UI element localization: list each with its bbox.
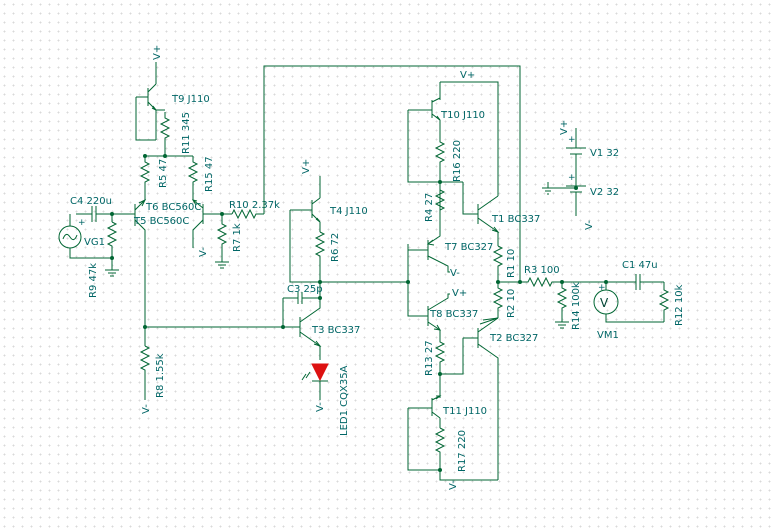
t11-label: T11 J110 (442, 406, 487, 417)
feedback-wire (263, 65, 521, 282)
t6-vminus-label: V- (198, 247, 209, 257)
r7-label: R7 1k (232, 223, 243, 252)
vg1-plus: + (78, 218, 86, 228)
r14-resistor (556, 282, 568, 322)
t7-label: T7 BC327 (444, 242, 493, 253)
r1-label: R1 10 (506, 249, 517, 278)
supply-v1-v2: + + (542, 128, 586, 216)
r9-resistor (106, 221, 118, 270)
c1-label: C1 47u (622, 260, 658, 271)
r12-label: R12 10k (674, 284, 685, 326)
t9-label: T9 J110 (171, 94, 210, 105)
t4-transistor (289, 176, 321, 283)
r12-resistor (658, 282, 670, 322)
vg1-source: + (58, 214, 112, 259)
r15-label: R15 47 (204, 156, 215, 192)
t1-transistor (439, 182, 500, 246)
t10-transistor (407, 81, 499, 196)
r13-resistor (434, 336, 446, 374)
r5-resistor (139, 156, 151, 200)
r10-resistor (231, 208, 264, 220)
t4-vplus-label: V+ (301, 159, 312, 174)
r15-resistor (187, 156, 199, 200)
c1-capacitor (628, 274, 664, 290)
t8-vplus-label: V+ (452, 288, 467, 299)
r8-label: R8 1.55k (155, 353, 166, 398)
r14-label: R14 100k (571, 282, 582, 330)
r3-resistor (520, 276, 560, 288)
vm1-plus: + (598, 283, 606, 293)
c3-label: C3 25p (287, 284, 323, 295)
t8-transistor (407, 282, 450, 336)
r10-label: R10 2.37k (229, 200, 280, 211)
r16-label: R16 220 (452, 140, 463, 182)
t10-vplus-label: V+ (460, 70, 475, 81)
led1-label: LED1 CQX35A (339, 365, 350, 436)
t5-label: T5 BC560C (133, 216, 189, 227)
c3-capacitor (282, 292, 320, 327)
c4-label: C4 220u (70, 196, 112, 207)
r2-resistor (492, 282, 504, 318)
r17-label: R17 220 (457, 430, 468, 472)
t3-transistor (283, 300, 322, 360)
r3-label: R3 100 (524, 265, 560, 276)
t9-vplus-label: V+ (152, 45, 163, 60)
t5-transistor (125, 198, 147, 330)
r17-resistor (434, 427, 446, 470)
vm1-label: VM1 (597, 330, 619, 341)
r9-label: R9 47k (88, 263, 99, 298)
led1-diode (301, 363, 329, 400)
r2-label: R2 10 (506, 289, 517, 318)
t6-transistor (191, 199, 215, 248)
v1-plus: + (568, 135, 576, 145)
t1-label: T1 BC337 (491, 214, 540, 225)
t2-transistor (440, 317, 499, 480)
vm1-voltmeter: V + (593, 282, 664, 323)
t3-label: T3 BC337 (311, 325, 360, 336)
v1-label: V1 32 (590, 148, 619, 159)
r7-resistor (216, 214, 228, 262)
led1-vminus-label: V- (315, 402, 326, 412)
r11-label: R11 345 (181, 112, 192, 154)
r1-resistor (492, 245, 504, 282)
r6-resistor (314, 231, 326, 282)
r8-resistor (139, 345, 151, 400)
r5-label: R5 47 (158, 159, 169, 188)
t7-transistor (407, 232, 450, 282)
vg1-label: VG1 (84, 237, 105, 248)
v2-vminus-label: V- (584, 220, 595, 230)
t11-vminus-label: V- (448, 480, 459, 490)
t7-vminus-label: V- (450, 268, 460, 279)
r6-label: R6 72 (330, 233, 341, 262)
t2-label: T2 BC327 (489, 333, 538, 344)
t9-transistor (135, 62, 157, 141)
t11-transistor (407, 374, 442, 471)
v2-label: V2 32 (590, 187, 619, 198)
t10-label: T10 J110 (440, 110, 485, 121)
r13-label: R13 27 (424, 340, 435, 376)
t8-label: T8 BC337 (429, 309, 478, 320)
t4-label: T4 J110 (329, 206, 368, 217)
r8-vminus-label: V- (141, 404, 152, 414)
r16-resistor (434, 132, 446, 182)
vm1-symbol: V (600, 296, 609, 310)
c4-capacitor (76, 206, 125, 222)
r4-label: R4 27 (424, 193, 435, 222)
t6-label: T6 BC560C (145, 202, 201, 213)
r11-resistor (159, 112, 171, 150)
v2-plus: + (568, 173, 576, 183)
v1-vplus-label: V+ (559, 120, 570, 135)
